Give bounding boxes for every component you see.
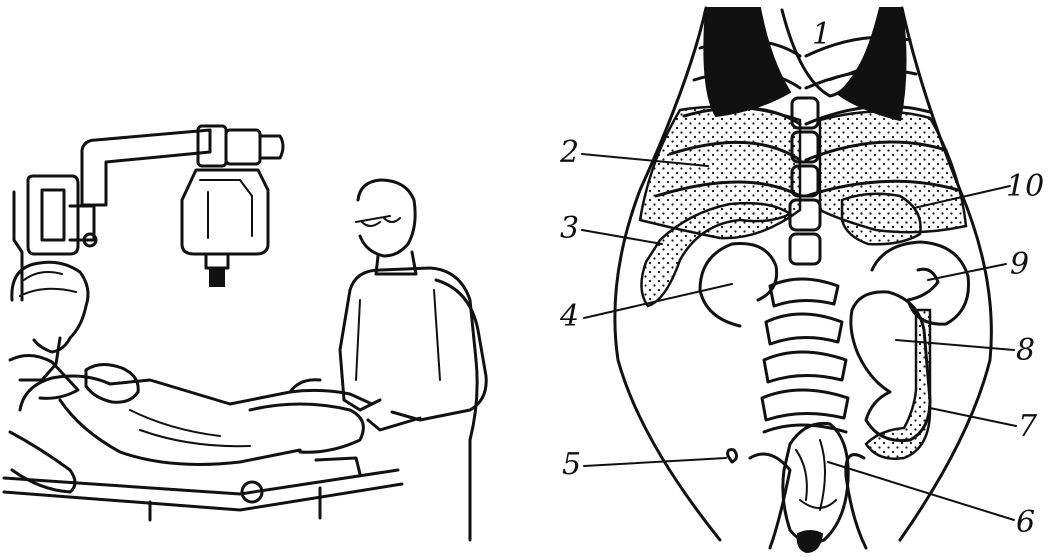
left-lung-cavity	[704, 8, 790, 116]
organ-7	[866, 310, 930, 459]
label-2: 2	[559, 135, 579, 170]
label-9: 9	[1010, 247, 1029, 282]
label-6: 6	[1016, 505, 1035, 540]
organ-4	[700, 243, 777, 326]
xray-machine	[14, 126, 283, 300]
label-8: 8	[1016, 333, 1035, 368]
label-7: 7	[1018, 409, 1038, 444]
label-4: 4	[559, 299, 579, 334]
label-3: 3	[560, 211, 579, 246]
leader-8	[896, 340, 1014, 350]
organ-5	[728, 450, 737, 462]
leader-5	[584, 458, 726, 466]
label-1: 1	[812, 17, 831, 52]
label-5: 5	[562, 447, 581, 482]
xray-examination-scene	[4, 126, 486, 540]
doctor-figure	[340, 180, 486, 540]
patient-figure	[10, 364, 372, 492]
label-10: 10	[1006, 169, 1044, 204]
organ-10	[842, 194, 921, 245]
exam-table	[4, 458, 402, 520]
leader-3	[582, 230, 662, 244]
organ-6	[783, 423, 848, 542]
body-outline	[900, 8, 991, 540]
abdominal-diagram: 1 2 3 4 5 6 7 8 9 10	[559, 8, 1044, 552]
